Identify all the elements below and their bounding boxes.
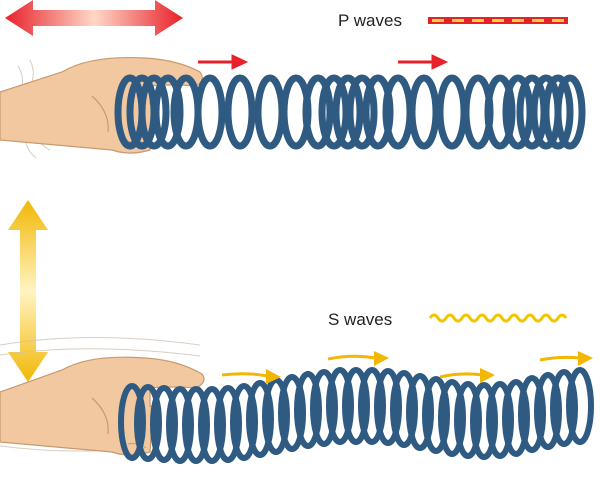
p-waves-legend-line bbox=[428, 17, 568, 24]
double-arrow-horizontal-icon bbox=[5, 0, 183, 36]
s-waves-label: S waves bbox=[328, 310, 392, 329]
p-wave-spring bbox=[114, 74, 586, 150]
arrow-right-icon bbox=[398, 54, 449, 70]
s-waves-legend-line bbox=[428, 313, 568, 323]
arrow-right-icon bbox=[221, 369, 281, 384]
arrow-right-icon bbox=[327, 351, 389, 366]
arrow-right-icon bbox=[439, 368, 495, 383]
s-wave-spring bbox=[118, 367, 594, 464]
double-arrow-vertical-icon bbox=[8, 200, 48, 382]
arrow-right-icon bbox=[198, 54, 249, 70]
arrow-right-icon bbox=[539, 351, 593, 366]
p-waves-label: P waves bbox=[338, 11, 402, 30]
